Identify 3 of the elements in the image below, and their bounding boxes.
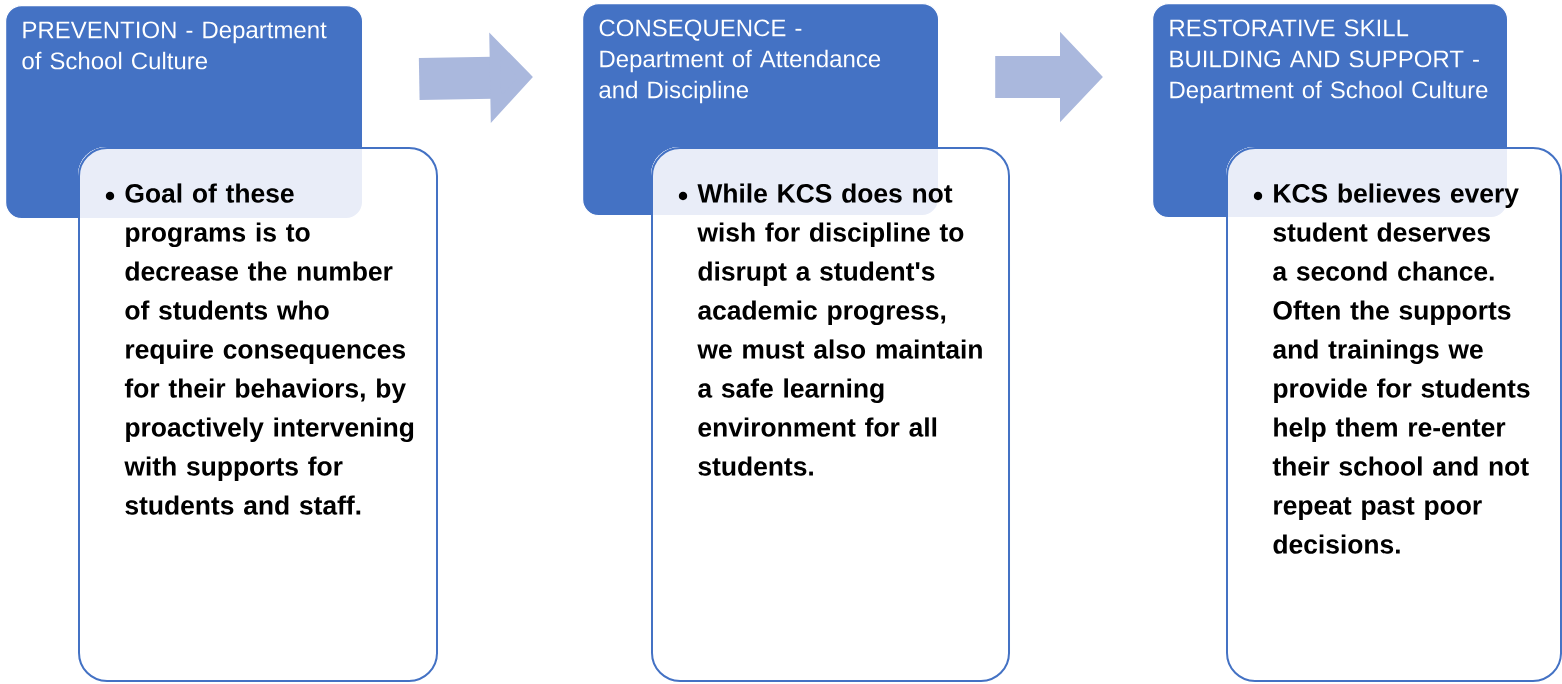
text-box [1226,147,1562,682]
text-box [651,147,1010,682]
text-box [78,147,438,682]
